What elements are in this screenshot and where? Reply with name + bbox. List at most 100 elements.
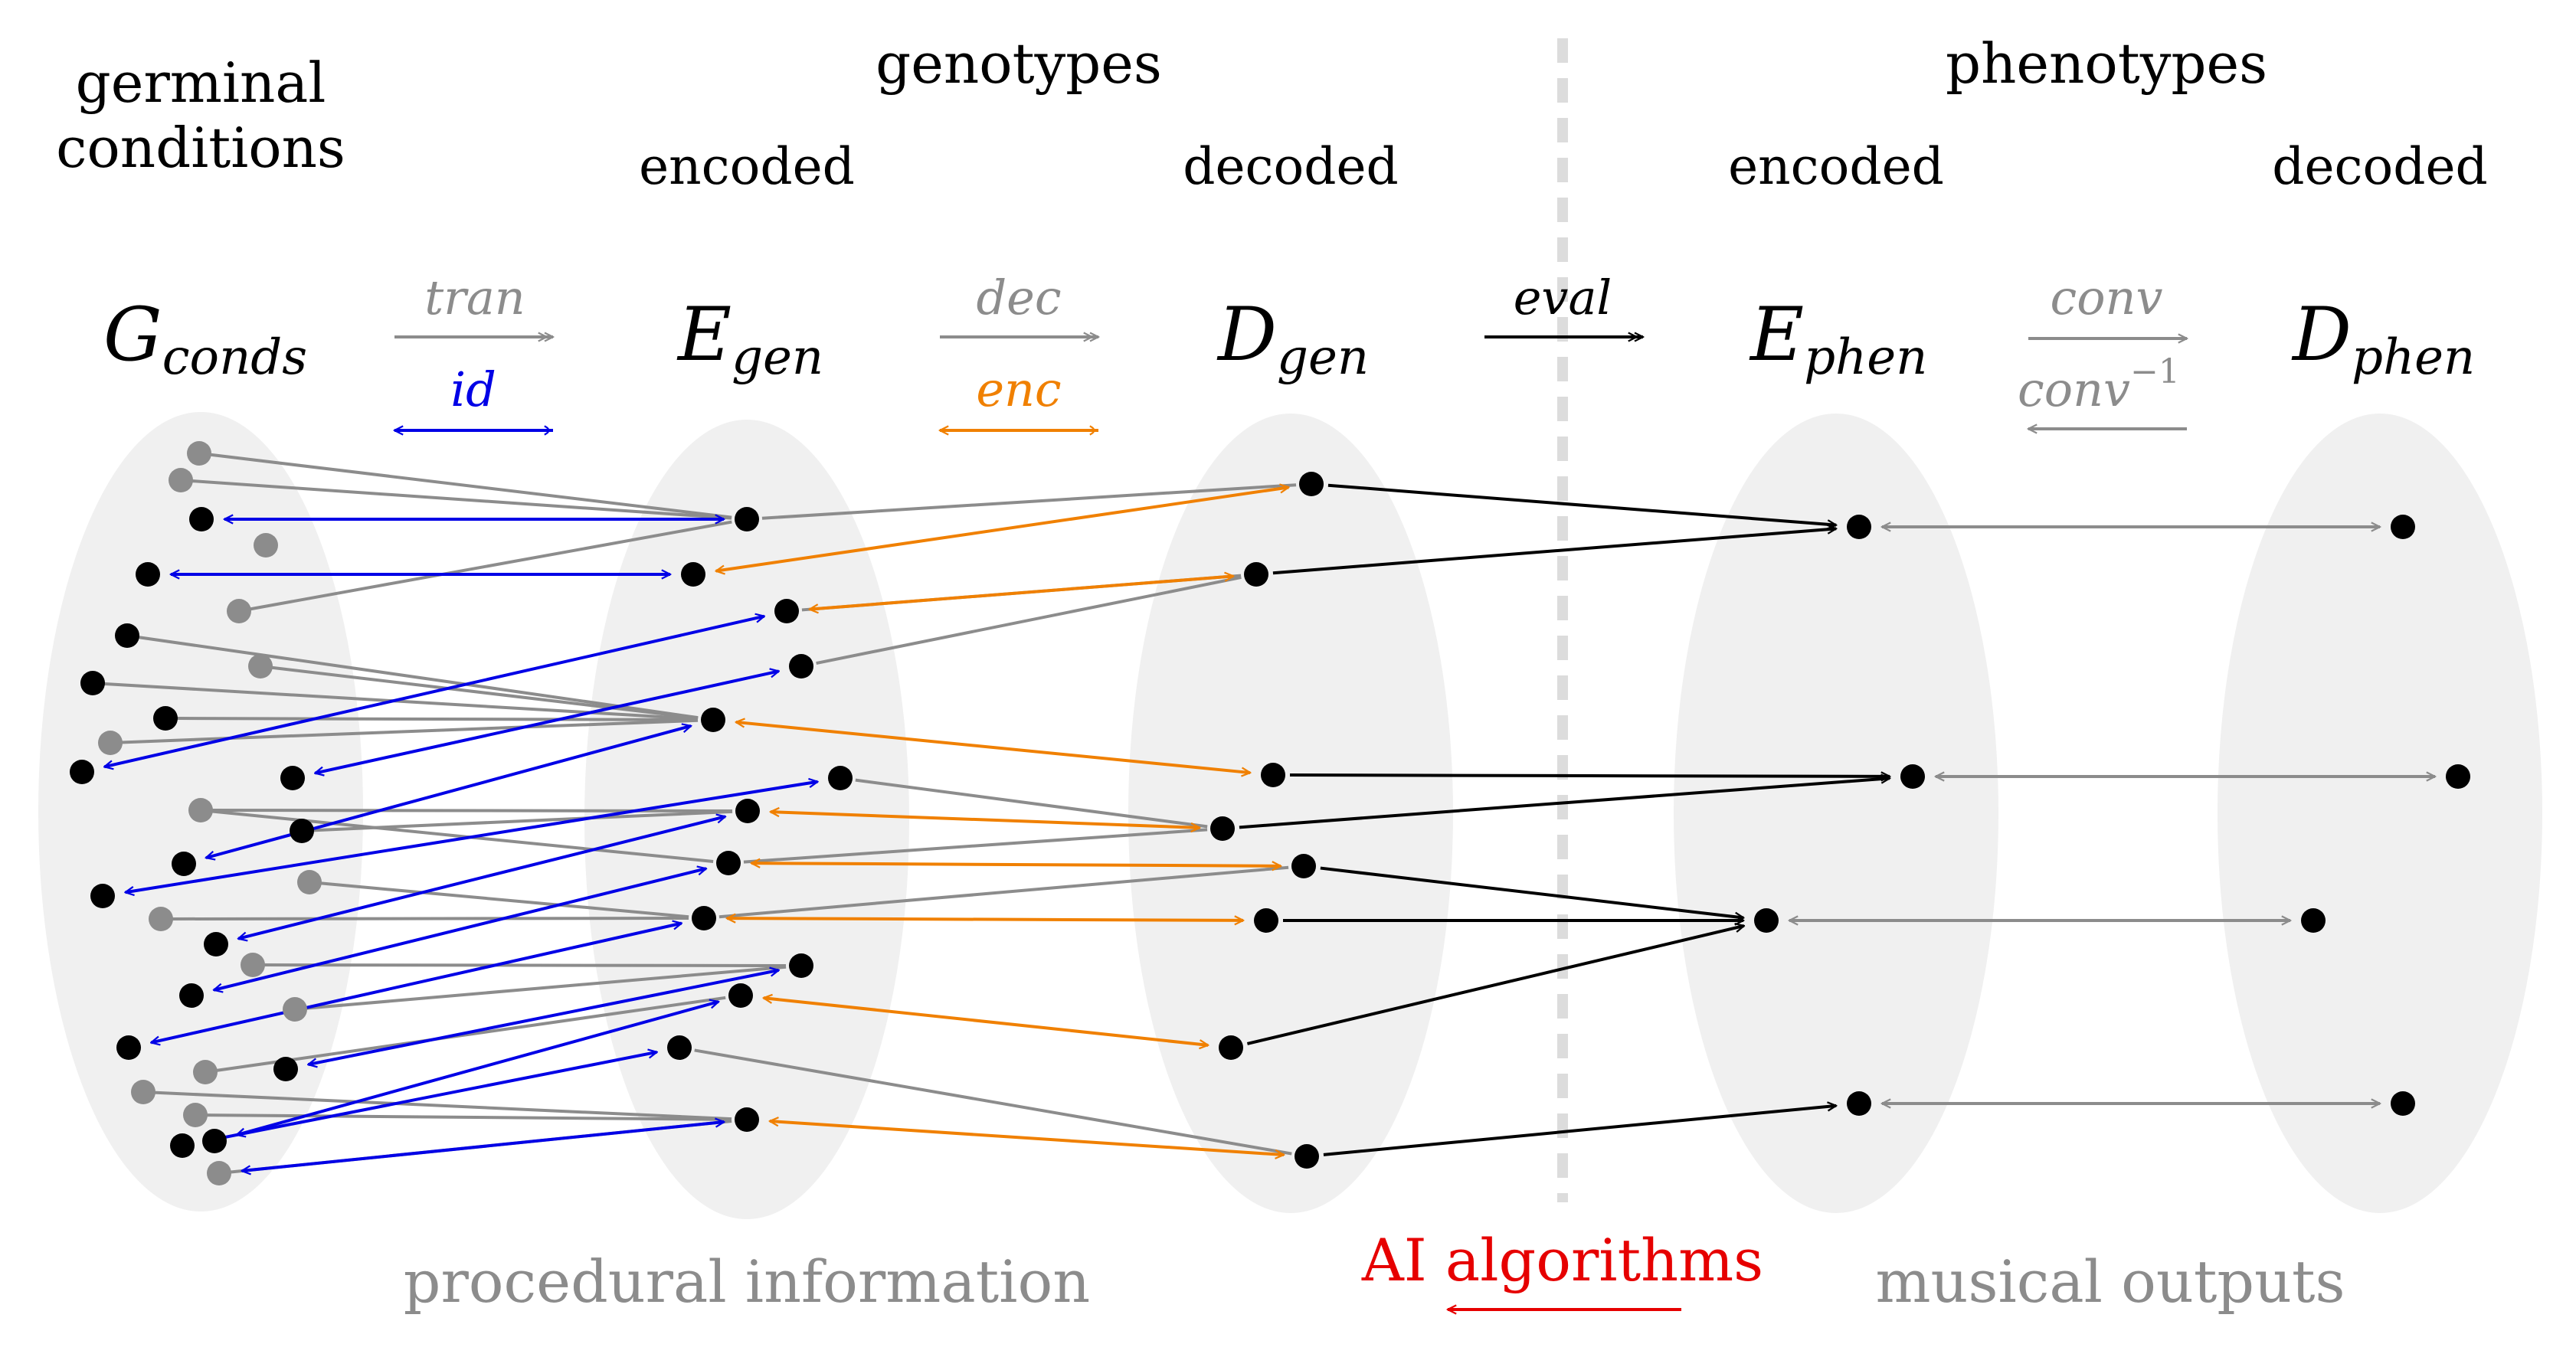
dgen-node-4 (1291, 854, 1316, 878)
map-label-id: id (450, 361, 496, 417)
dgen-node-1 (1244, 562, 1268, 587)
germinal-header-line1: germinal (76, 51, 326, 115)
footer: procedural information AI algorithms mus… (404, 1226, 2345, 1316)
gconds-node-30 (170, 1133, 195, 1158)
encoded-genotype-header: encoded (639, 137, 855, 196)
germinal-header-line2: conditions (56, 116, 345, 180)
set-label-dphen: Dphen (2291, 292, 2475, 386)
dgen-node-2 (1261, 763, 1285, 787)
gconds-node-20 (241, 953, 265, 977)
ai-algorithms-label: AI algorithms (1361, 1226, 1763, 1294)
egen-node-6 (735, 799, 760, 823)
dgen-node-5 (1254, 908, 1278, 933)
ephen-node-1 (1900, 764, 1925, 789)
map-label-conv: conv (2050, 270, 2162, 325)
ephen-node-3 (1847, 1091, 1871, 1116)
gconds-node-10 (98, 731, 123, 755)
eval-edge-49 (1289, 775, 1890, 777)
egen-node-7 (716, 851, 741, 875)
eval-edge-48 (1272, 528, 1836, 575)
headers: germinal conditions genotypes phenotypes… (56, 31, 2488, 196)
egen-node-3 (789, 654, 813, 678)
id-edge-31 (242, 1122, 724, 1171)
gconds-node-6 (248, 654, 273, 678)
decoded-phenotype-header: decoded (2272, 137, 2488, 196)
gconds-node-7 (115, 623, 139, 648)
dphen-node-1 (2446, 764, 2470, 789)
gconds-node-24 (193, 1060, 218, 1084)
eval-edge-50 (1239, 778, 1890, 829)
eval-edge-51 (1320, 866, 1743, 918)
tran-edge-12 (263, 963, 787, 967)
blob-dgen (1128, 414, 1453, 1213)
map-label-tran: tran (424, 270, 525, 325)
edges (103, 453, 2435, 1172)
gconds-node-13 (188, 798, 213, 822)
tran-edge-11 (171, 917, 689, 920)
map-label-enc: enc (976, 361, 1061, 417)
gconds-node-2 (189, 507, 214, 531)
egen-node-2 (774, 599, 799, 623)
enc-edge-46 (770, 1121, 1284, 1155)
eval-edge-53 (1246, 926, 1743, 1045)
gconds-node-1 (169, 468, 193, 492)
ephen-node-2 (1754, 908, 1779, 933)
enc-edge-43 (751, 863, 1281, 866)
gconds-node-18 (149, 907, 173, 931)
tran-edge-0 (209, 453, 732, 519)
set-label-egen: Egen (676, 292, 823, 386)
genotypes-header: genotypes (876, 31, 1162, 96)
eval-edge-47 (1327, 483, 1836, 525)
set-blobs (38, 412, 2542, 1219)
egen-node-10 (728, 983, 753, 1008)
gconds-node-8 (80, 671, 105, 695)
map-label-dec: dec (976, 270, 1061, 325)
tran-edge-6 (175, 717, 699, 721)
enc-edge-41 (736, 722, 1250, 773)
tran-edge-1 (191, 479, 732, 520)
enc-edge-39 (716, 487, 1289, 571)
gconds-node-0 (187, 441, 211, 466)
blob-ephen (1674, 414, 1998, 1213)
gconds-node-22 (283, 997, 307, 1022)
map-label-eval: eval (1514, 270, 1612, 325)
dphen-node-2 (2301, 908, 2326, 933)
enc-edge-42 (771, 812, 1200, 828)
gconds-node-21 (179, 983, 204, 1008)
encoded-phenotype-header: encoded (1728, 137, 1944, 196)
map-legends: tran id dec enc eval conv conv−1 (394, 270, 2187, 430)
gconds-node-19 (204, 932, 228, 956)
dots (70, 441, 2470, 1185)
egen-node-0 (735, 507, 759, 531)
tran-edge-8 (211, 809, 733, 813)
dec-edge-38 (718, 865, 1289, 919)
set-label-ephen: Ephen (1749, 292, 1927, 386)
gconds-node-29 (207, 1161, 231, 1185)
gconds-node-23 (116, 1035, 141, 1060)
gconds-node-12 (280, 766, 305, 790)
dgen-node-0 (1299, 472, 1324, 496)
dgen-node-7 (1295, 1144, 1319, 1169)
egen-node-9 (789, 953, 813, 978)
decoded-genotype-header: decoded (1183, 137, 1399, 196)
gconds-node-11 (70, 760, 94, 784)
ephen-node-0 (1847, 515, 1871, 539)
gconds-node-4 (136, 562, 160, 587)
map-label-conv-inverse: conv−1 (2018, 352, 2180, 417)
egen-node-1 (681, 562, 705, 587)
gconds-node-14 (290, 819, 314, 843)
gconds-node-9 (153, 706, 178, 731)
enc-edge-40 (810, 576, 1233, 609)
set-labels: Gconds Egen Dgen Ephen Dphen (103, 292, 2475, 386)
blob-dphen (2218, 414, 2542, 1213)
dec-edge-36 (743, 828, 1208, 864)
tran-edge-2 (249, 520, 732, 611)
egen-node-5 (828, 766, 853, 790)
phenotypes-header: phenotypes (1946, 31, 2267, 96)
dphen-node-0 (2391, 515, 2415, 539)
enc-edge-45 (764, 998, 1208, 1045)
gconds-node-3 (254, 533, 278, 558)
gconds-node-28 (202, 1129, 227, 1153)
dphen-node-3 (2391, 1091, 2415, 1116)
